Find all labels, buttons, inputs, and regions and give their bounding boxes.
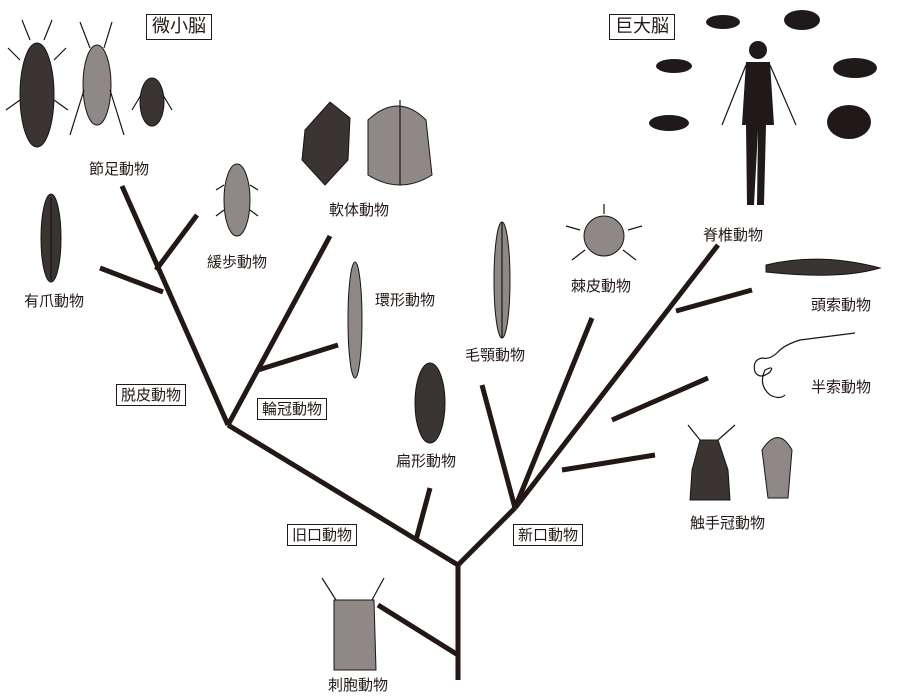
cnidaria-label: 刺胞動物: [328, 676, 388, 694]
onychophora-branch: [100, 268, 163, 292]
giant-brain-header: 巨大脳: [609, 14, 675, 40]
echinodermata-label: 棘皮動物: [571, 277, 631, 295]
vertebrata-label: 脊椎動物: [703, 226, 763, 244]
tardigrada-illustration: [216, 164, 258, 236]
cephalochordata-label: 頭索動物: [811, 296, 871, 314]
echinodermata-illustration: [566, 204, 642, 260]
mollusca-illustration: [302, 100, 432, 185]
vertebrata-illustration: [722, 41, 796, 205]
protostomes-label: 旧口動物: [287, 524, 357, 546]
deuterostomes-label: 新口動物: [513, 524, 583, 546]
cephalochordata-illustration: [766, 259, 880, 275]
platyhelminthes-branch: [416, 488, 430, 540]
onychophora-illustration: [41, 194, 61, 282]
cephalochordata-branch: [676, 290, 752, 311]
tardigrada-label: 緩歩動物: [207, 253, 267, 271]
cnidaria-illustration: [322, 578, 384, 670]
lophophorata-branch: [562, 455, 655, 470]
ecdysozoa-label: 脱皮動物: [116, 384, 186, 406]
chaetognatha-label: 毛顎動物: [465, 346, 525, 364]
chaetognatha-branch: [482, 385, 515, 508]
annelida-label: 環形動物: [375, 291, 435, 309]
deuterostome-branch: [458, 508, 515, 565]
arthropoda-label: 節足動物: [89, 160, 149, 178]
hemichordata-branch: [612, 378, 708, 420]
cnidaria-branch: [378, 605, 458, 655]
tardigrada-branch: [156, 215, 197, 270]
mollusca-label: 軟体動物: [329, 201, 389, 219]
chaetognatha-illustration: [494, 222, 510, 338]
hemichordata-label: 半索動物: [811, 378, 871, 396]
platyhelminthes-illustration: [415, 363, 445, 443]
small-brain-header: 微小脳: [146, 14, 212, 40]
onychophora-label: 有爪動物: [24, 292, 84, 310]
annelida-illustration: [348, 262, 362, 378]
echinodermata-branch: [515, 318, 592, 508]
lophotrochozoa-label: 輪冠動物: [257, 398, 327, 420]
lophophorata-illustration: [688, 425, 792, 500]
lophophorata-label: 触手冠動物: [690, 514, 765, 532]
platyhelminthes-label: 扁形動物: [396, 452, 456, 470]
